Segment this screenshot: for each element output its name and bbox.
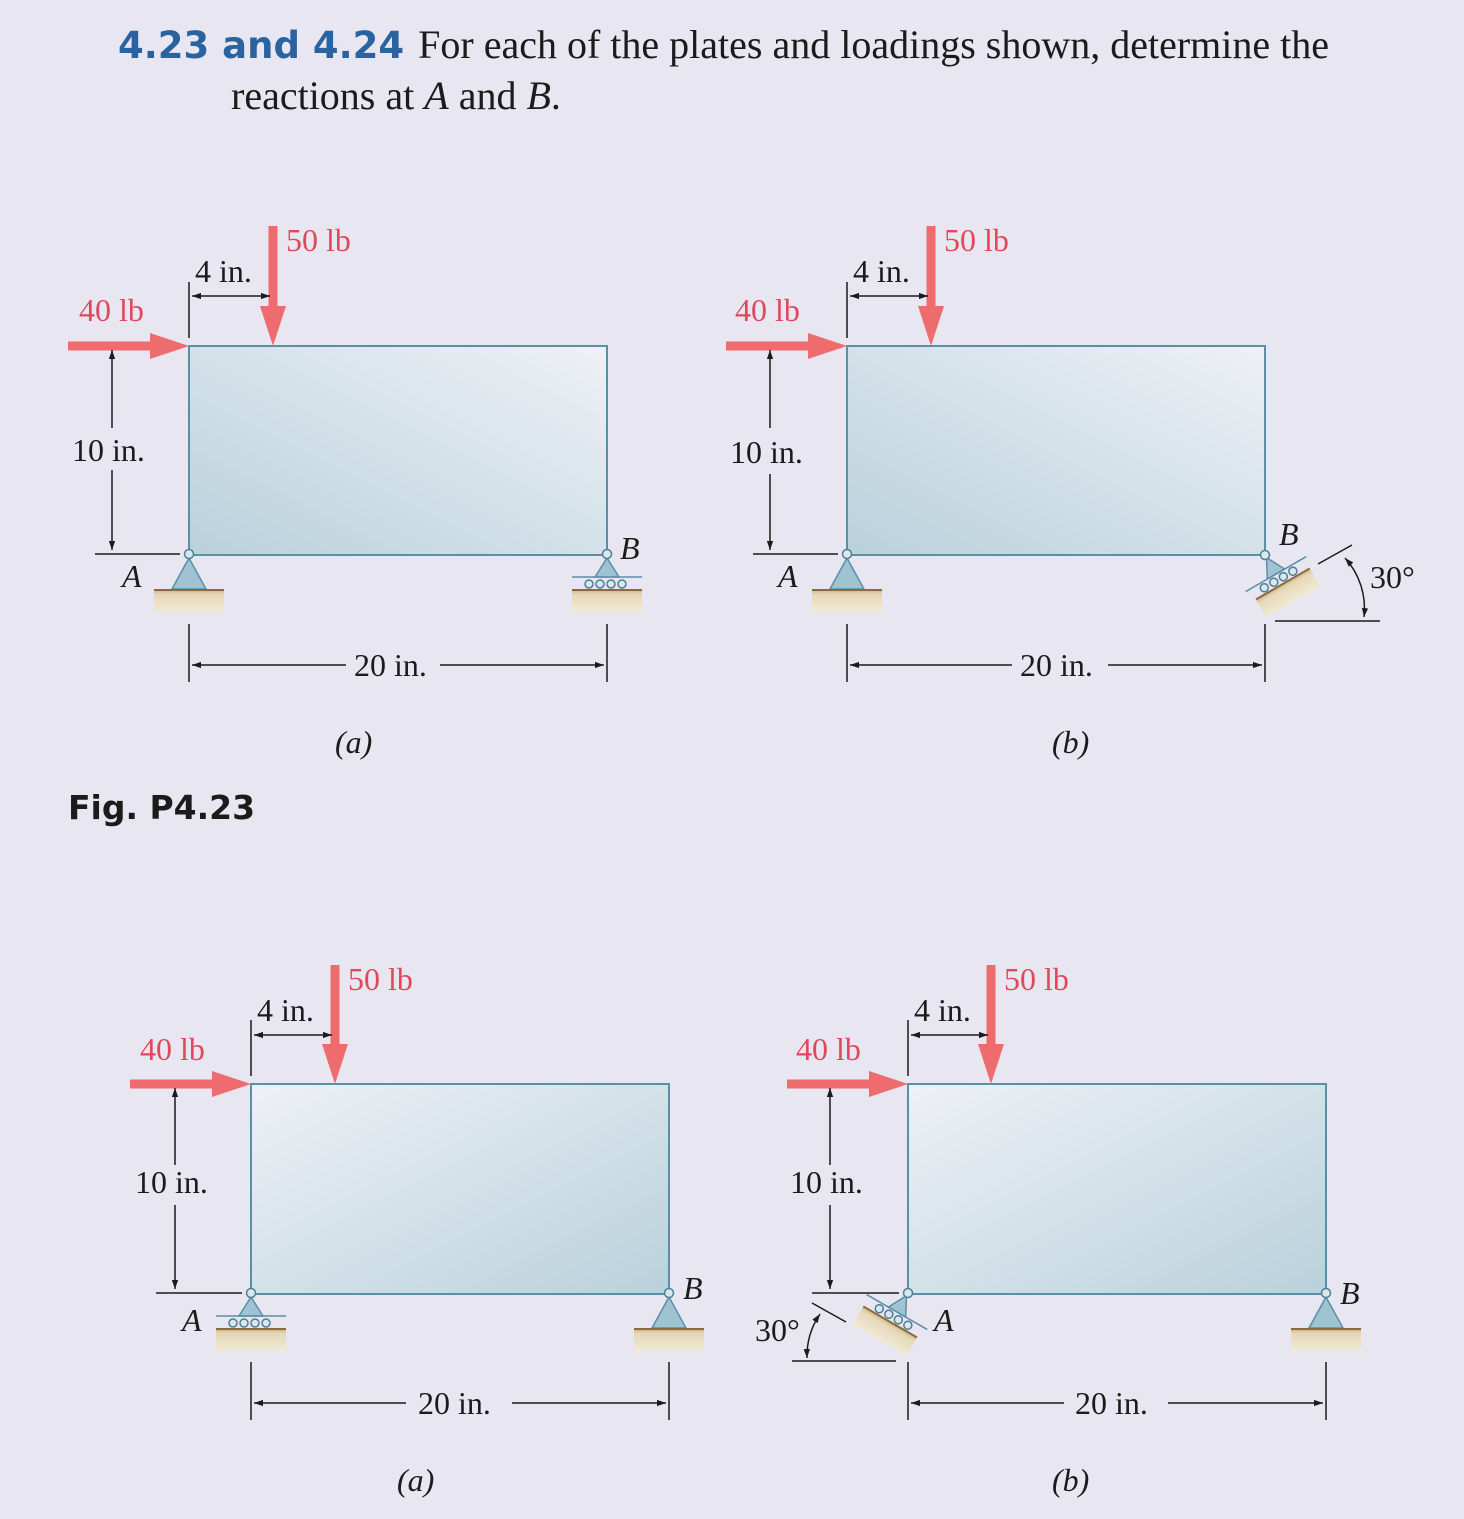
problem-text-line1: For each of the plates and loadings show… — [418, 22, 1329, 67]
vertical-force-arrow — [978, 965, 1004, 1084]
top-dimension-label: 4 in. — [257, 992, 314, 1028]
angle-label: 30° — [755, 1312, 800, 1348]
width-dimension — [250, 1362, 670, 1420]
height-dimension — [156, 1088, 242, 1294]
width-dimension — [188, 624, 608, 682]
horizontal-force-label: 40 lb — [796, 1031, 861, 1067]
horizontal-force-label: 40 lb — [140, 1031, 205, 1067]
roller-support-a — [216, 1287, 286, 1351]
pin-joint-b — [1259, 549, 1271, 561]
problem-number: 4.23 and 4.24 — [118, 24, 405, 67]
width-dimension-label: 20 in. — [1075, 1385, 1148, 1421]
vertical-force-arrow — [918, 226, 944, 346]
problem-statement: 4.23 and 4.24 For each of the plates and … — [118, 20, 1428, 121]
height-dimension-label: 10 in. — [730, 434, 803, 470]
top-dimension — [250, 1020, 332, 1076]
top-dimension — [846, 282, 928, 338]
panel-p423b: 40 lb 50 lb 4 in. 10 in. 20 in. — [726, 222, 1415, 760]
width-dimension-label: 20 in. — [354, 647, 427, 683]
label-a: A — [932, 1302, 954, 1338]
pin-support-b — [634, 1287, 704, 1351]
horizontal-force-arrow — [68, 333, 189, 359]
label-b: B — [683, 1270, 703, 1306]
height-dimension-label: 10 in. — [72, 432, 145, 468]
label-a: A — [180, 1302, 202, 1338]
vertical-force-arrow — [260, 226, 286, 346]
caption: (b) — [1052, 724, 1089, 760]
angle-label: 30° — [1370, 559, 1415, 595]
angle-indicator — [792, 1302, 896, 1362]
label-a: A — [120, 558, 142, 594]
panel-p424a: 40 lb 50 lb 4 in. 10 in. 20 in. — [130, 961, 704, 1498]
pin-support-b — [1291, 1287, 1361, 1351]
problem-text-line2: reactions at A and B. — [231, 73, 561, 118]
inclined-roller-support-b — [1245, 555, 1321, 618]
top-dimension-label: 4 in. — [914, 992, 971, 1028]
height-dimension — [812, 1088, 899, 1294]
height-dimension-label: 10 in. — [135, 1164, 208, 1200]
label-b: B — [1279, 516, 1299, 552]
height-dimension-label: 10 in. — [790, 1164, 863, 1200]
panel-p423a: 40 lb 50 lb 4 in. 10 in. 20 in. — [68, 222, 642, 760]
top-dimension — [188, 282, 270, 338]
width-dimension-label: 20 in. — [1020, 647, 1093, 683]
horizontal-force-label: 40 lb — [735, 292, 800, 328]
figure-label: Fig. P4.23 — [68, 788, 256, 827]
width-dimension-label: 20 in. — [418, 1385, 491, 1421]
horizontal-force-label: 40 lb — [79, 292, 144, 328]
vertical-force-label: 50 lb — [348, 961, 413, 997]
panel-p424b: 40 lb 50 lb 4 in. 10 in. 20 in. — [755, 961, 1361, 1498]
label-b: B — [620, 530, 640, 566]
vertical-force-arrow — [322, 965, 348, 1084]
label-b: B — [1340, 1275, 1360, 1311]
top-dimension — [907, 1020, 988, 1076]
inclined-roller-support-a — [852, 1293, 928, 1356]
vertical-force-label: 50 lb — [944, 222, 1009, 258]
plate — [188, 345, 608, 556]
top-dimension-label: 4 in. — [853, 253, 910, 289]
label-a: A — [776, 558, 798, 594]
top-dimension-label: 4 in. — [195, 253, 252, 289]
horizontal-force-arrow — [726, 333, 847, 359]
vertical-force-label: 50 lb — [1004, 961, 1069, 997]
caption: (a) — [335, 724, 372, 760]
height-dimension — [753, 350, 838, 555]
pin-support-a — [812, 548, 882, 612]
pin-joint-a — [902, 1287, 914, 1299]
horizontal-force-arrow — [787, 1071, 908, 1097]
plate — [250, 1083, 670, 1295]
horizontal-force-arrow — [130, 1071, 251, 1097]
angle-indicator — [1275, 544, 1380, 622]
vertical-force-label: 50 lb — [286, 222, 351, 258]
pin-support-a — [154, 548, 224, 612]
height-dimension — [95, 350, 180, 555]
caption: (b) — [1052, 1462, 1089, 1498]
plate — [907, 1083, 1327, 1295]
caption: (a) — [397, 1462, 434, 1498]
roller-support-b — [572, 548, 642, 612]
width-dimension — [846, 624, 1266, 682]
width-dimension — [907, 1362, 1327, 1420]
plate — [846, 345, 1266, 556]
